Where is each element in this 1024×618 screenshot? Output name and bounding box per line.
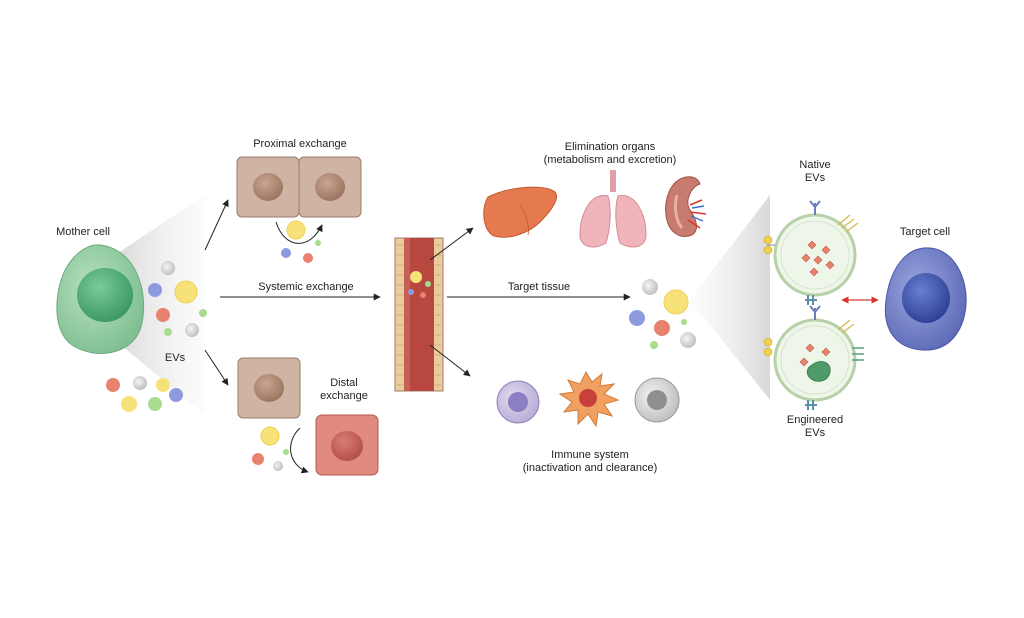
kidney-icon bbox=[665, 176, 707, 237]
native-ev-icon bbox=[763, 200, 859, 305]
label-systemic-exchange: Systemic exchange bbox=[258, 281, 354, 293]
label-engineered-line1: Engineered bbox=[786, 414, 844, 426]
liver-icon bbox=[483, 186, 557, 238]
label-evs: EVs bbox=[164, 352, 186, 364]
arrow-to-elimination bbox=[429, 227, 474, 261]
arrow-to-proximal bbox=[204, 199, 229, 251]
label-native-line2: EVs bbox=[804, 172, 826, 184]
mother-cell bbox=[56, 244, 145, 354]
ev-cluster-bottom-left bbox=[106, 376, 183, 412]
lungs-icon bbox=[579, 170, 647, 248]
engineered-ev-icon bbox=[763, 305, 864, 410]
label-target-tissue: Target tissue bbox=[507, 281, 571, 293]
arrow-to-distal bbox=[204, 349, 229, 386]
label-elimination-line1: Elimination organs bbox=[564, 141, 656, 153]
label-engineered-line2: EVs bbox=[804, 427, 826, 439]
label-immune-line2: (inactivation and clearance) bbox=[522, 462, 658, 474]
proximal-exchange-cells bbox=[236, 156, 362, 263]
label-distal-line2: exchange bbox=[320, 390, 368, 402]
ev-cluster-mother bbox=[148, 261, 207, 337]
lymphocyte-icon bbox=[496, 380, 540, 424]
label-native-line1: Native bbox=[799, 159, 831, 171]
arrow-to-immune bbox=[429, 344, 471, 377]
label-distal-line1: Distal bbox=[330, 377, 358, 389]
label-proximal-exchange: Proximal exchange bbox=[253, 138, 347, 150]
label-mother-cell: Mother cell bbox=[56, 226, 110, 238]
distal-exchange-cells bbox=[237, 357, 379, 476]
magnify-cone-right bbox=[690, 195, 770, 400]
target-cell bbox=[884, 247, 967, 351]
label-immune-line1: Immune system bbox=[551, 449, 629, 461]
label-elimination-line2: (metabolism and excretion) bbox=[543, 154, 677, 166]
macrophage-icon bbox=[634, 377, 680, 423]
label-target-cell: Target cell bbox=[899, 226, 951, 238]
blood-vessel bbox=[394, 237, 444, 392]
dendritic-cell-icon bbox=[558, 370, 620, 428]
ev-cluster-target bbox=[629, 279, 696, 349]
magnify-cone-left bbox=[115, 195, 205, 415]
